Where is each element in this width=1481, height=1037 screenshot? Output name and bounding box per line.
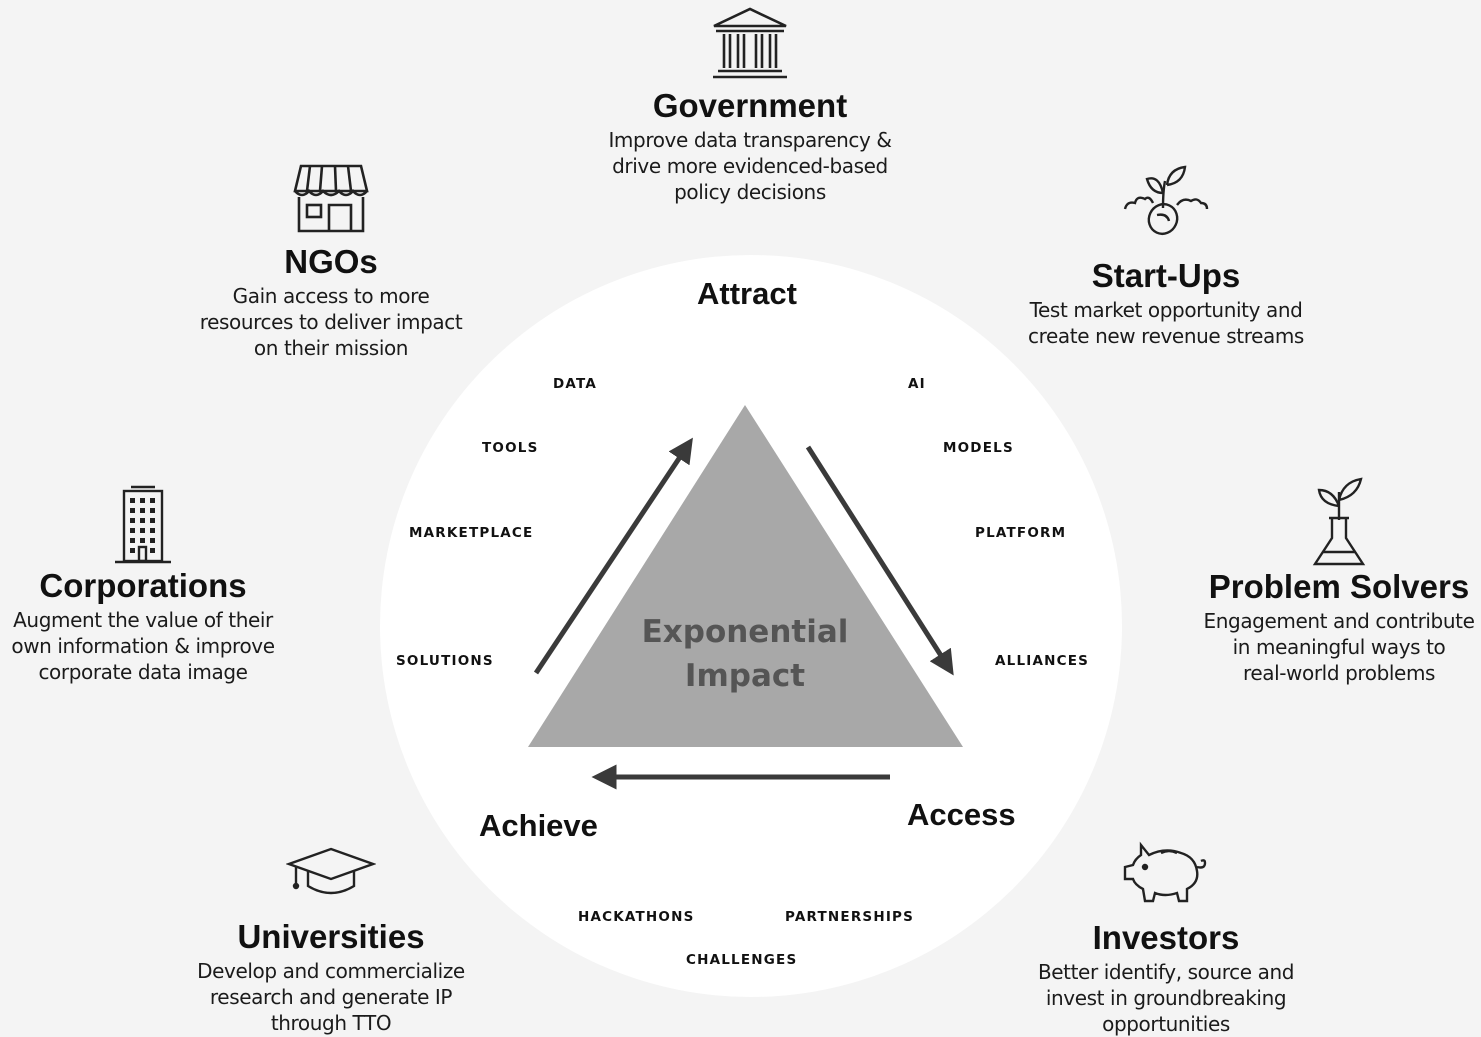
center-label: Exponential Impact: [625, 610, 865, 698]
stakeholder-title: Investors: [1092, 919, 1240, 956]
keyword-alliances: ALLIANCES: [995, 653, 1090, 669]
stakeholder-description: Augment the value of their own informati…: [11, 608, 275, 684]
stakeholder-universities: Universities Develop and commercialize r…: [181, 846, 481, 1036]
stakeholder-description: Gain access to more resources to deliver…: [199, 284, 463, 360]
stage-achieve: Achieve: [479, 808, 598, 843]
stakeholder-description: Better identify, source and invest in gr…: [1037, 960, 1295, 1036]
stakeholder-investors: Investors Better identify, source and in…: [1016, 837, 1316, 1037]
keyword-partnerships: PARTNERSHIPS: [785, 909, 915, 925]
storefront-icon: [293, 164, 369, 233]
arrow-achieve-to-attract: [533, 437, 693, 675]
sprout-icon: [1123, 165, 1209, 236]
stakeholder-title: Universities: [237, 918, 425, 955]
keyword-challenges: CHALLENGES: [686, 952, 798, 968]
keyword-solutions: SOLUTIONS: [396, 653, 494, 669]
piggy-bank-icon: [1123, 841, 1207, 903]
keyword-platform: PLATFORM: [975, 525, 1067, 541]
stakeholder-description: Improve data transparency & drive more e…: [608, 128, 892, 204]
keyword-data: DATA: [553, 376, 598, 392]
stakeholder-startups: Start-Ups Test market opportunity and cr…: [1016, 163, 1316, 349]
government-building-icon: [713, 7, 787, 79]
flask-plant-icon: [1312, 477, 1366, 566]
stakeholder-description: Develop and commercialize research and g…: [197, 959, 465, 1035]
stakeholder-description: Engagement and contribute in meaningful …: [1203, 609, 1475, 685]
stakeholder-title: NGOs: [284, 243, 378, 280]
stakeholder-title: Government: [652, 87, 848, 124]
keyword-models: MODELS: [943, 440, 1014, 456]
office-building-icon: [115, 485, 171, 564]
stakeholder-problem-solvers: Problem Solvers Engagement and contribut…: [1189, 476, 1481, 686]
stage-access: Access: [907, 797, 1016, 832]
center-label-line2: Impact: [684, 658, 806, 694]
center-label-line1: Exponential: [641, 614, 849, 650]
keyword-hackathons: HACKATHONS: [578, 909, 695, 925]
stakeholder-title: Start-Ups: [1091, 257, 1241, 294]
stage-attract: Attract: [697, 276, 797, 311]
stakeholder-description: Test market opportunity and create new r…: [1028, 298, 1304, 348]
keyword-marketplace: MARKETPLACE: [409, 525, 534, 541]
impact-triangle: [528, 405, 963, 747]
keyword-tools: TOOLS: [482, 440, 539, 456]
stakeholder-title: Corporations: [39, 567, 247, 604]
stakeholder-title: Problem Solvers: [1208, 568, 1470, 605]
arrow-attract-to-access: [805, 445, 954, 676]
keyword-ai: AI: [908, 376, 926, 392]
stakeholder-ngos: NGOs Gain access to more resources to de…: [181, 163, 481, 361]
stakeholder-corporations: Corporations Augment the value of their …: [0, 485, 293, 685]
graduation-cap-icon: [286, 847, 376, 895]
stakeholder-government: Government Improve data transparency & d…: [600, 6, 900, 205]
